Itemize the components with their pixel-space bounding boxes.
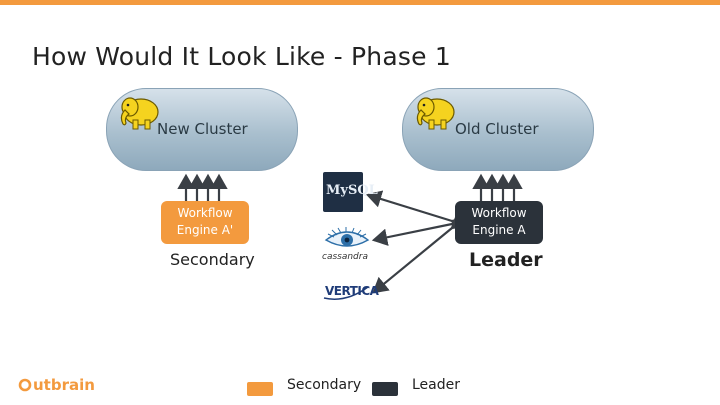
hadoop-elephant-icon xyxy=(416,97,455,130)
vertica-swoosh-icon xyxy=(323,286,369,300)
legend-leader-swatch xyxy=(372,382,398,396)
brand-text: utbrain xyxy=(33,376,95,394)
workflow-engine-a-prime: Workflow Engine A' xyxy=(161,201,249,244)
outbrain-o-icon xyxy=(18,378,32,392)
role-secondary-label: Secondary xyxy=(170,250,255,269)
legend-leader-label: Leader xyxy=(412,377,461,393)
role-leader-label: Leader xyxy=(469,249,543,271)
new-cluster: New Cluster xyxy=(106,88,298,171)
cassandra-text: cassandra xyxy=(322,252,368,262)
slide-title: How Would It Look Like - Phase 1 xyxy=(32,42,451,71)
old-cluster: Old Cluster xyxy=(402,88,594,171)
legend-secondary-label: Secondary xyxy=(287,377,362,393)
cassandra-eye-icon xyxy=(324,227,370,247)
new-engine-to-cluster-arrows xyxy=(177,173,228,201)
old-engine-to-cluster-arrows xyxy=(472,173,523,201)
vertica-logo: VERTICA xyxy=(322,283,379,305)
mysql-text: MySQL xyxy=(326,183,378,198)
leader-to-database-arrows xyxy=(365,190,468,294)
outbrain-logo: utbrain xyxy=(18,376,95,394)
legend-secondary-swatch xyxy=(247,382,273,396)
engine-new-line1: Workflow xyxy=(177,206,233,220)
vertica-text: VERTICA xyxy=(325,284,379,298)
hadoop-elephant-icon xyxy=(120,97,159,130)
engine-old-line1: Workflow xyxy=(471,206,527,220)
mysql-logo: MySQL xyxy=(323,172,378,212)
new-cluster-label: New Cluster xyxy=(157,120,248,138)
engine-new-line2: Engine A' xyxy=(176,223,234,237)
engine-old-line2: Engine A xyxy=(472,223,526,237)
old-cluster-label: Old Cluster xyxy=(455,120,539,138)
cassandra-logo: cassandra xyxy=(322,226,372,262)
workflow-engine-a: Workflow Engine A xyxy=(455,201,543,244)
top-accent-bar xyxy=(0,0,720,5)
